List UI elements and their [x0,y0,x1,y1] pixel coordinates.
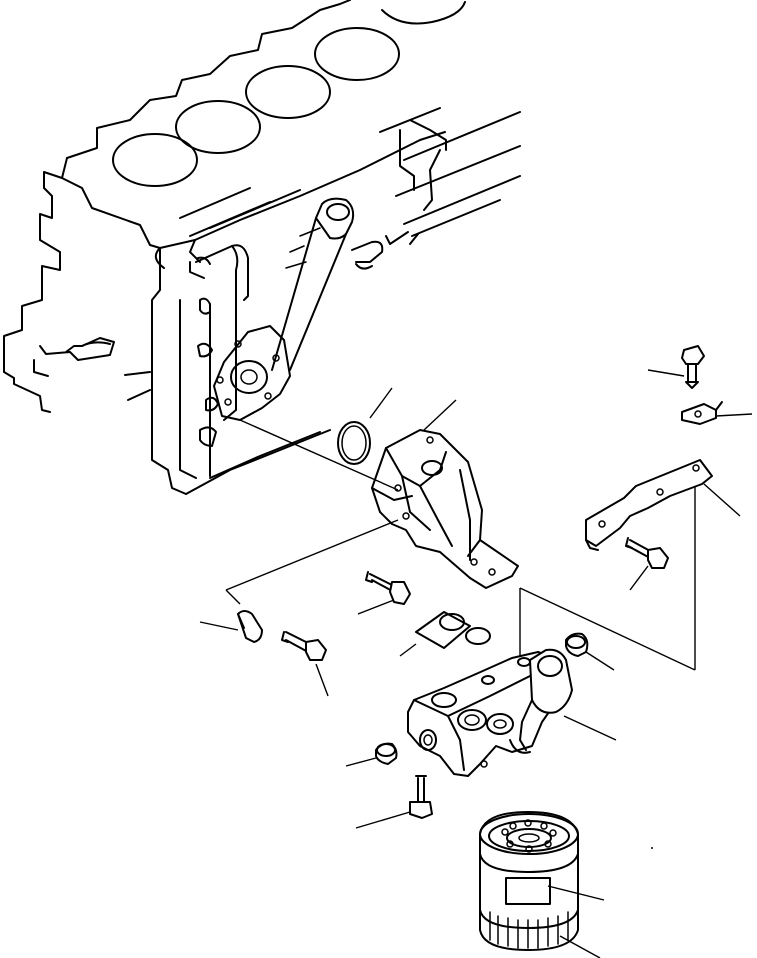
alignment-line [519,478,696,671]
engine-block [3,0,521,495]
o-ring-set [399,611,491,657]
clip [681,401,753,425]
filter-mounting-bracket [371,399,519,589]
bolt [647,345,705,389]
support-plate [585,459,741,551]
o-ring [337,387,393,465]
bolt [357,571,411,615]
alignment-line [225,419,399,605]
bolt [281,631,329,697]
clip [199,610,263,643]
plug [565,632,615,671]
plug [345,742,398,767]
speck [651,847,653,849]
bolt [625,537,669,591]
filter-cartridge [479,811,605,958]
filter-head [407,648,617,777]
bolt [355,775,433,829]
